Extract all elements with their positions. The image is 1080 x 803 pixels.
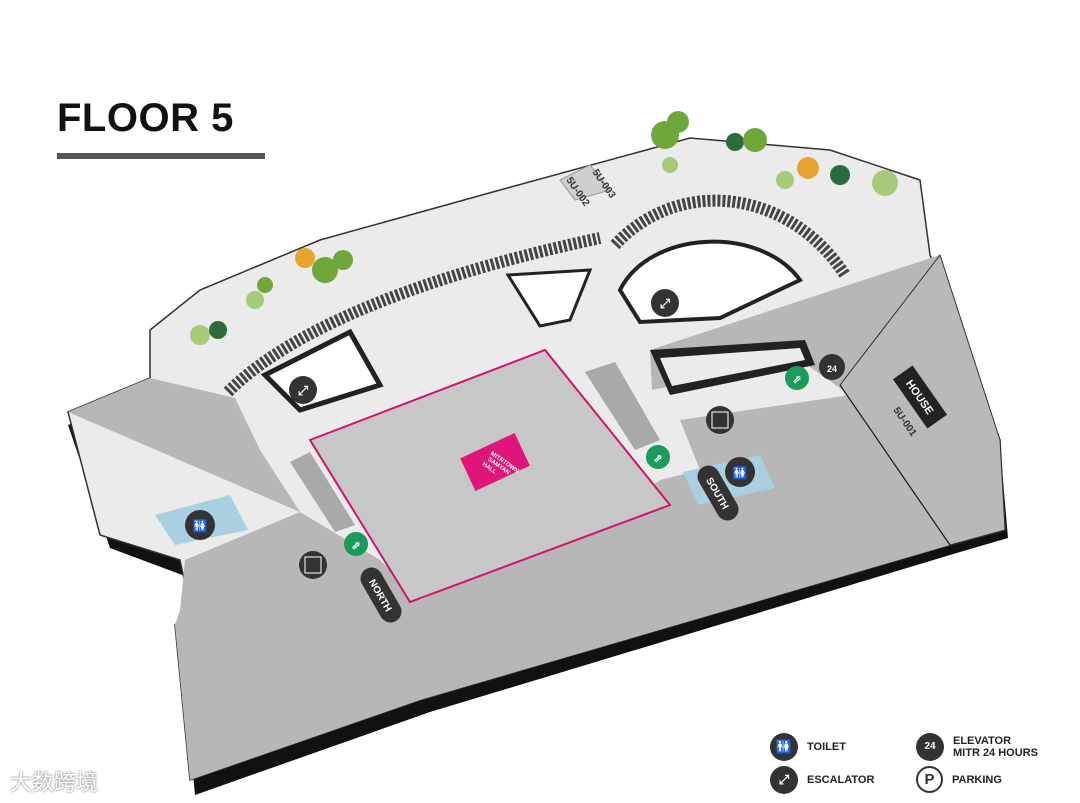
legend-parking: P PARKING: [916, 766, 1002, 793]
core-west: [290, 452, 355, 532]
zone-west: [68, 255, 1005, 780]
elevator-icon: [299, 551, 327, 579]
balustrade-west: [223, 232, 602, 397]
divider: [839, 384, 951, 546]
escalator-icon: ⤢: [770, 766, 798, 794]
emergency-exit-icon: ⇗: [344, 532, 368, 556]
title-underline: [57, 153, 265, 159]
legend-toilet-label: TOILET: [807, 741, 846, 753]
escalator-icon: ⤢: [289, 376, 317, 404]
core-east: [585, 362, 660, 450]
atrium-center: [505, 268, 593, 328]
elevator-icon: [706, 406, 734, 434]
balustrade-east: [610, 194, 851, 279]
legend-elevator-line1: ELEVATOR: [953, 735, 1012, 747]
svg-text:🚻: 🚻: [193, 519, 208, 533]
hall-label: SAMYAN MITRTOWN HALL: [460, 433, 530, 491]
legend-elevator-line2: MITR 24 HOURS: [953, 747, 1038, 759]
legend-toilet: 🚻 TOILET: [770, 733, 846, 761]
unit-5u-002-003: [559, 164, 611, 201]
legend-escalator: ⤢ ESCALATOR: [770, 766, 874, 794]
toilet-icon: 🚻: [185, 510, 215, 540]
toilet-icon: 🚻: [725, 457, 755, 487]
trees: [190, 111, 898, 345]
elevator-24h-icon: 24: [819, 354, 845, 380]
svg-text:⇗: ⇗: [792, 374, 801, 386]
watermark: 大数跨境: [10, 770, 99, 795]
svg-text:⇗: ⇗: [351, 540, 360, 552]
page-title: FLOOR 5: [57, 96, 234, 140]
legend-escalator-label: ESCALATOR: [807, 774, 875, 786]
emergency-exit-icon: ⇗: [646, 445, 670, 469]
toilet-icon: 🚻: [770, 733, 798, 761]
void-east-inner: [660, 348, 805, 386]
svg-text:24: 24: [827, 364, 837, 374]
escalator-icon: ⤢: [651, 289, 679, 317]
svg-text:🚻: 🚻: [733, 466, 748, 480]
parking-icon: P: [916, 766, 943, 793]
svg-text:⇗: ⇗: [653, 453, 662, 465]
legend-parking-label: PARKING: [952, 773, 1002, 786]
svg-text:⤢: ⤢: [660, 296, 670, 311]
elevator-24h-icon: 24: [916, 733, 944, 761]
emergency-exit-icon: ⇗: [785, 366, 809, 390]
svg-text:⤢: ⤢: [298, 383, 308, 398]
